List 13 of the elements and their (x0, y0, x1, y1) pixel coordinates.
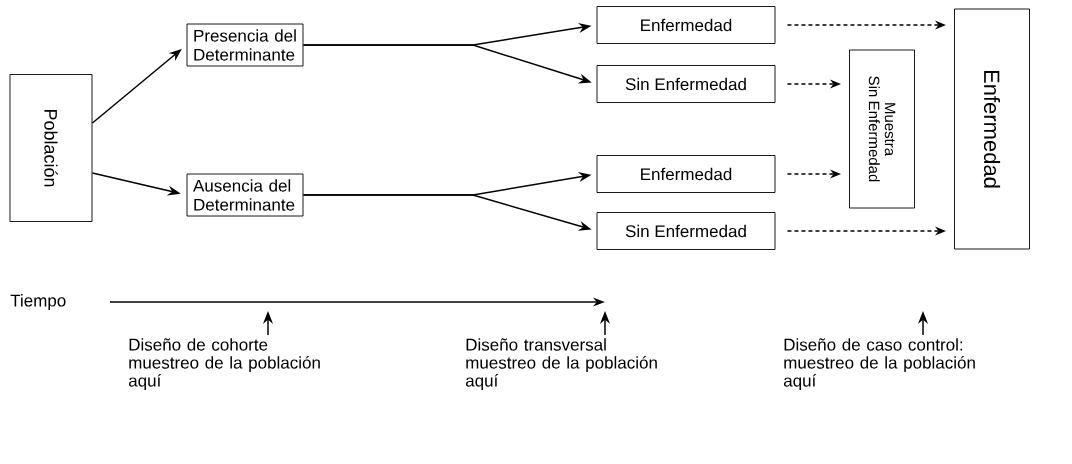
design-note: Diseño transversal muestreo de la población aquí (465, 338, 657, 391)
group-box: Presencia del Determinante (186, 23, 304, 67)
outcome-box: Enfermedad (596, 6, 776, 44)
axis-label: Tiempo (10, 294, 66, 310)
case-box: Enfermedad (954, 8, 1030, 250)
design-note: Diseño de cohorte muestreo de la población aquí (128, 338, 320, 391)
population-box: Población (9, 74, 93, 222)
design-note: Diseño de caso control: muestreo de la población aquí (783, 338, 975, 391)
sample-box: Muestra Sin Enfermedad (849, 49, 915, 209)
outcome-box: Enfermedad (596, 155, 776, 193)
outcome-box: Sin Enfermedad (596, 212, 776, 250)
outcome-box: Sin Enfermedad (596, 65, 776, 103)
group-box: Ausencia del Determinante (186, 173, 304, 217)
